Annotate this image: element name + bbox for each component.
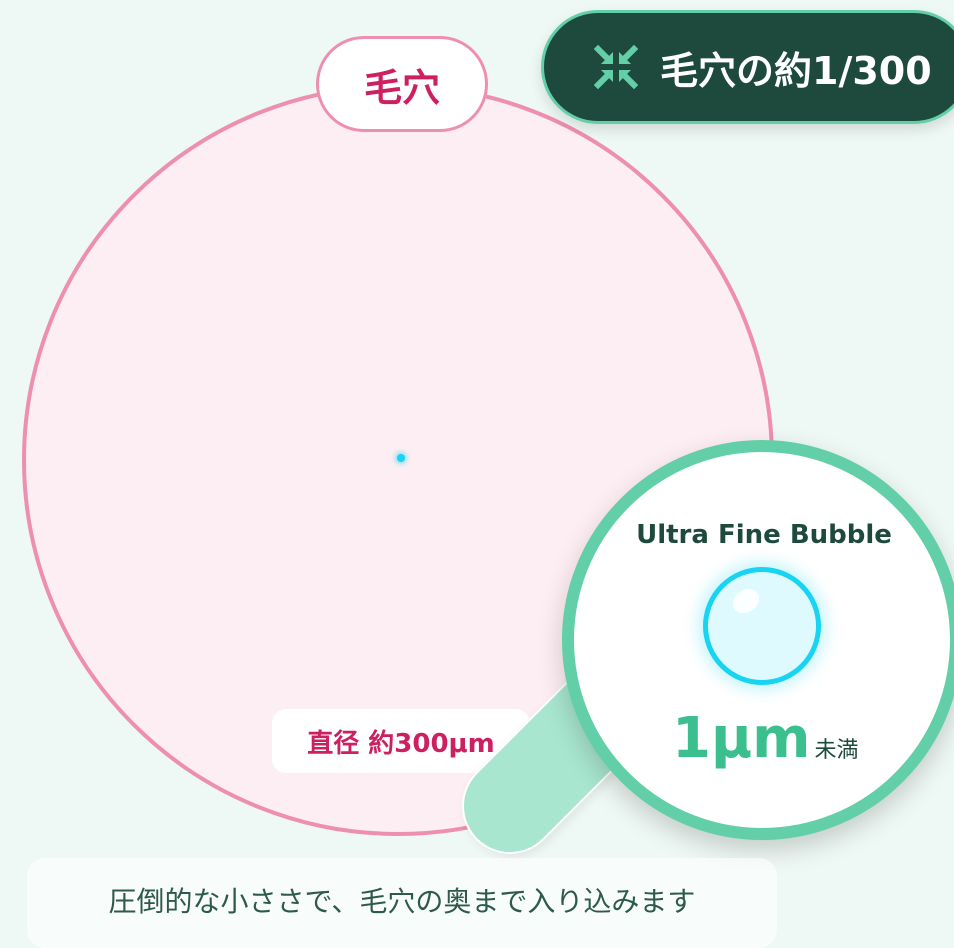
pore-label: 毛穴 — [316, 36, 488, 132]
magnifier-title: Ultra Fine Bubble — [636, 520, 892, 550]
bubble-icon — [703, 567, 821, 685]
bubble-size-suffix: 未満 — [814, 738, 859, 763]
ratio-badge: 毛穴の約1/300 — [541, 10, 954, 124]
bubble-size: 1μm 未満 — [672, 706, 859, 771]
caption-text: 圧倒的な小ささで、毛穴の奥まで入り込みます — [108, 885, 696, 918]
compress-arrows-icon — [594, 45, 638, 89]
bubble-dot — [397, 454, 405, 462]
diameter-label-text: 直径 約300μm — [307, 728, 495, 759]
bubble-shine — [728, 583, 764, 619]
ratio-badge-text: 毛穴の約1/300 — [660, 48, 932, 93]
diameter-label: 直径 約300μm — [272, 709, 530, 773]
pore-label-text: 毛穴 — [363, 65, 440, 110]
bubble-size-value: 1μm — [672, 706, 811, 771]
